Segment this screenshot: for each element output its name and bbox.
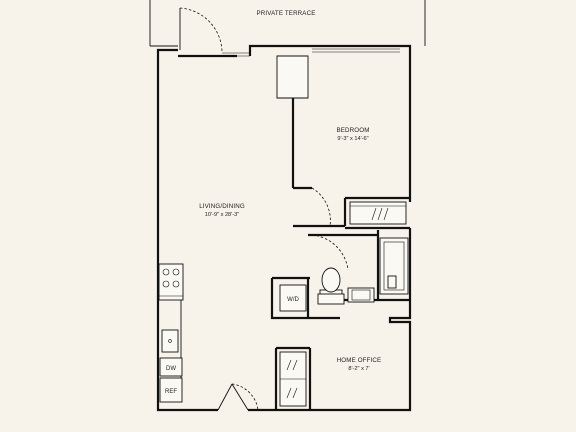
refrigerator-label: REF: [165, 389, 177, 395]
home-office-dimensions: 8'-2" x 7': [348, 366, 369, 372]
bathroom-door: [311, 234, 349, 271]
terrace-door: [179, 7, 250, 57]
washer-dryer: W/D: [279, 284, 307, 312]
bathtub: [379, 237, 409, 295]
range: [158, 263, 184, 301]
toilet: [317, 267, 345, 305]
entry-door: [217, 383, 259, 411]
bedroom-label: BEDROOM: [336, 127, 369, 134]
bedroom-window: [312, 48, 400, 53]
interior-walls: [270, 55, 410, 410]
exterior-walls: [156, 44, 412, 412]
living-dining-label: LIVING/DINING: [199, 203, 245, 210]
terrace-boundary: [149, 0, 426, 47]
living-dining-dimensions: 10'-9" x 28'-3": [205, 212, 239, 218]
bedroom-dimensions: 9'-3" x 14'-6": [337, 136, 368, 142]
vanity-sink: [347, 287, 375, 303]
dishwasher-label: DW: [166, 366, 176, 372]
bedroom-closet: [349, 201, 407, 225]
home-office-label: HOME OFFICE: [337, 357, 382, 364]
office-closet: [279, 351, 307, 407]
bedroom-door: [311, 187, 331, 227]
refrigerator: REF: [159, 377, 183, 403]
dishwasher: DW: [159, 357, 183, 377]
washer-dryer-label: W/D: [287, 297, 299, 303]
terrace-label: PRIVATE TERRACE: [257, 10, 316, 17]
